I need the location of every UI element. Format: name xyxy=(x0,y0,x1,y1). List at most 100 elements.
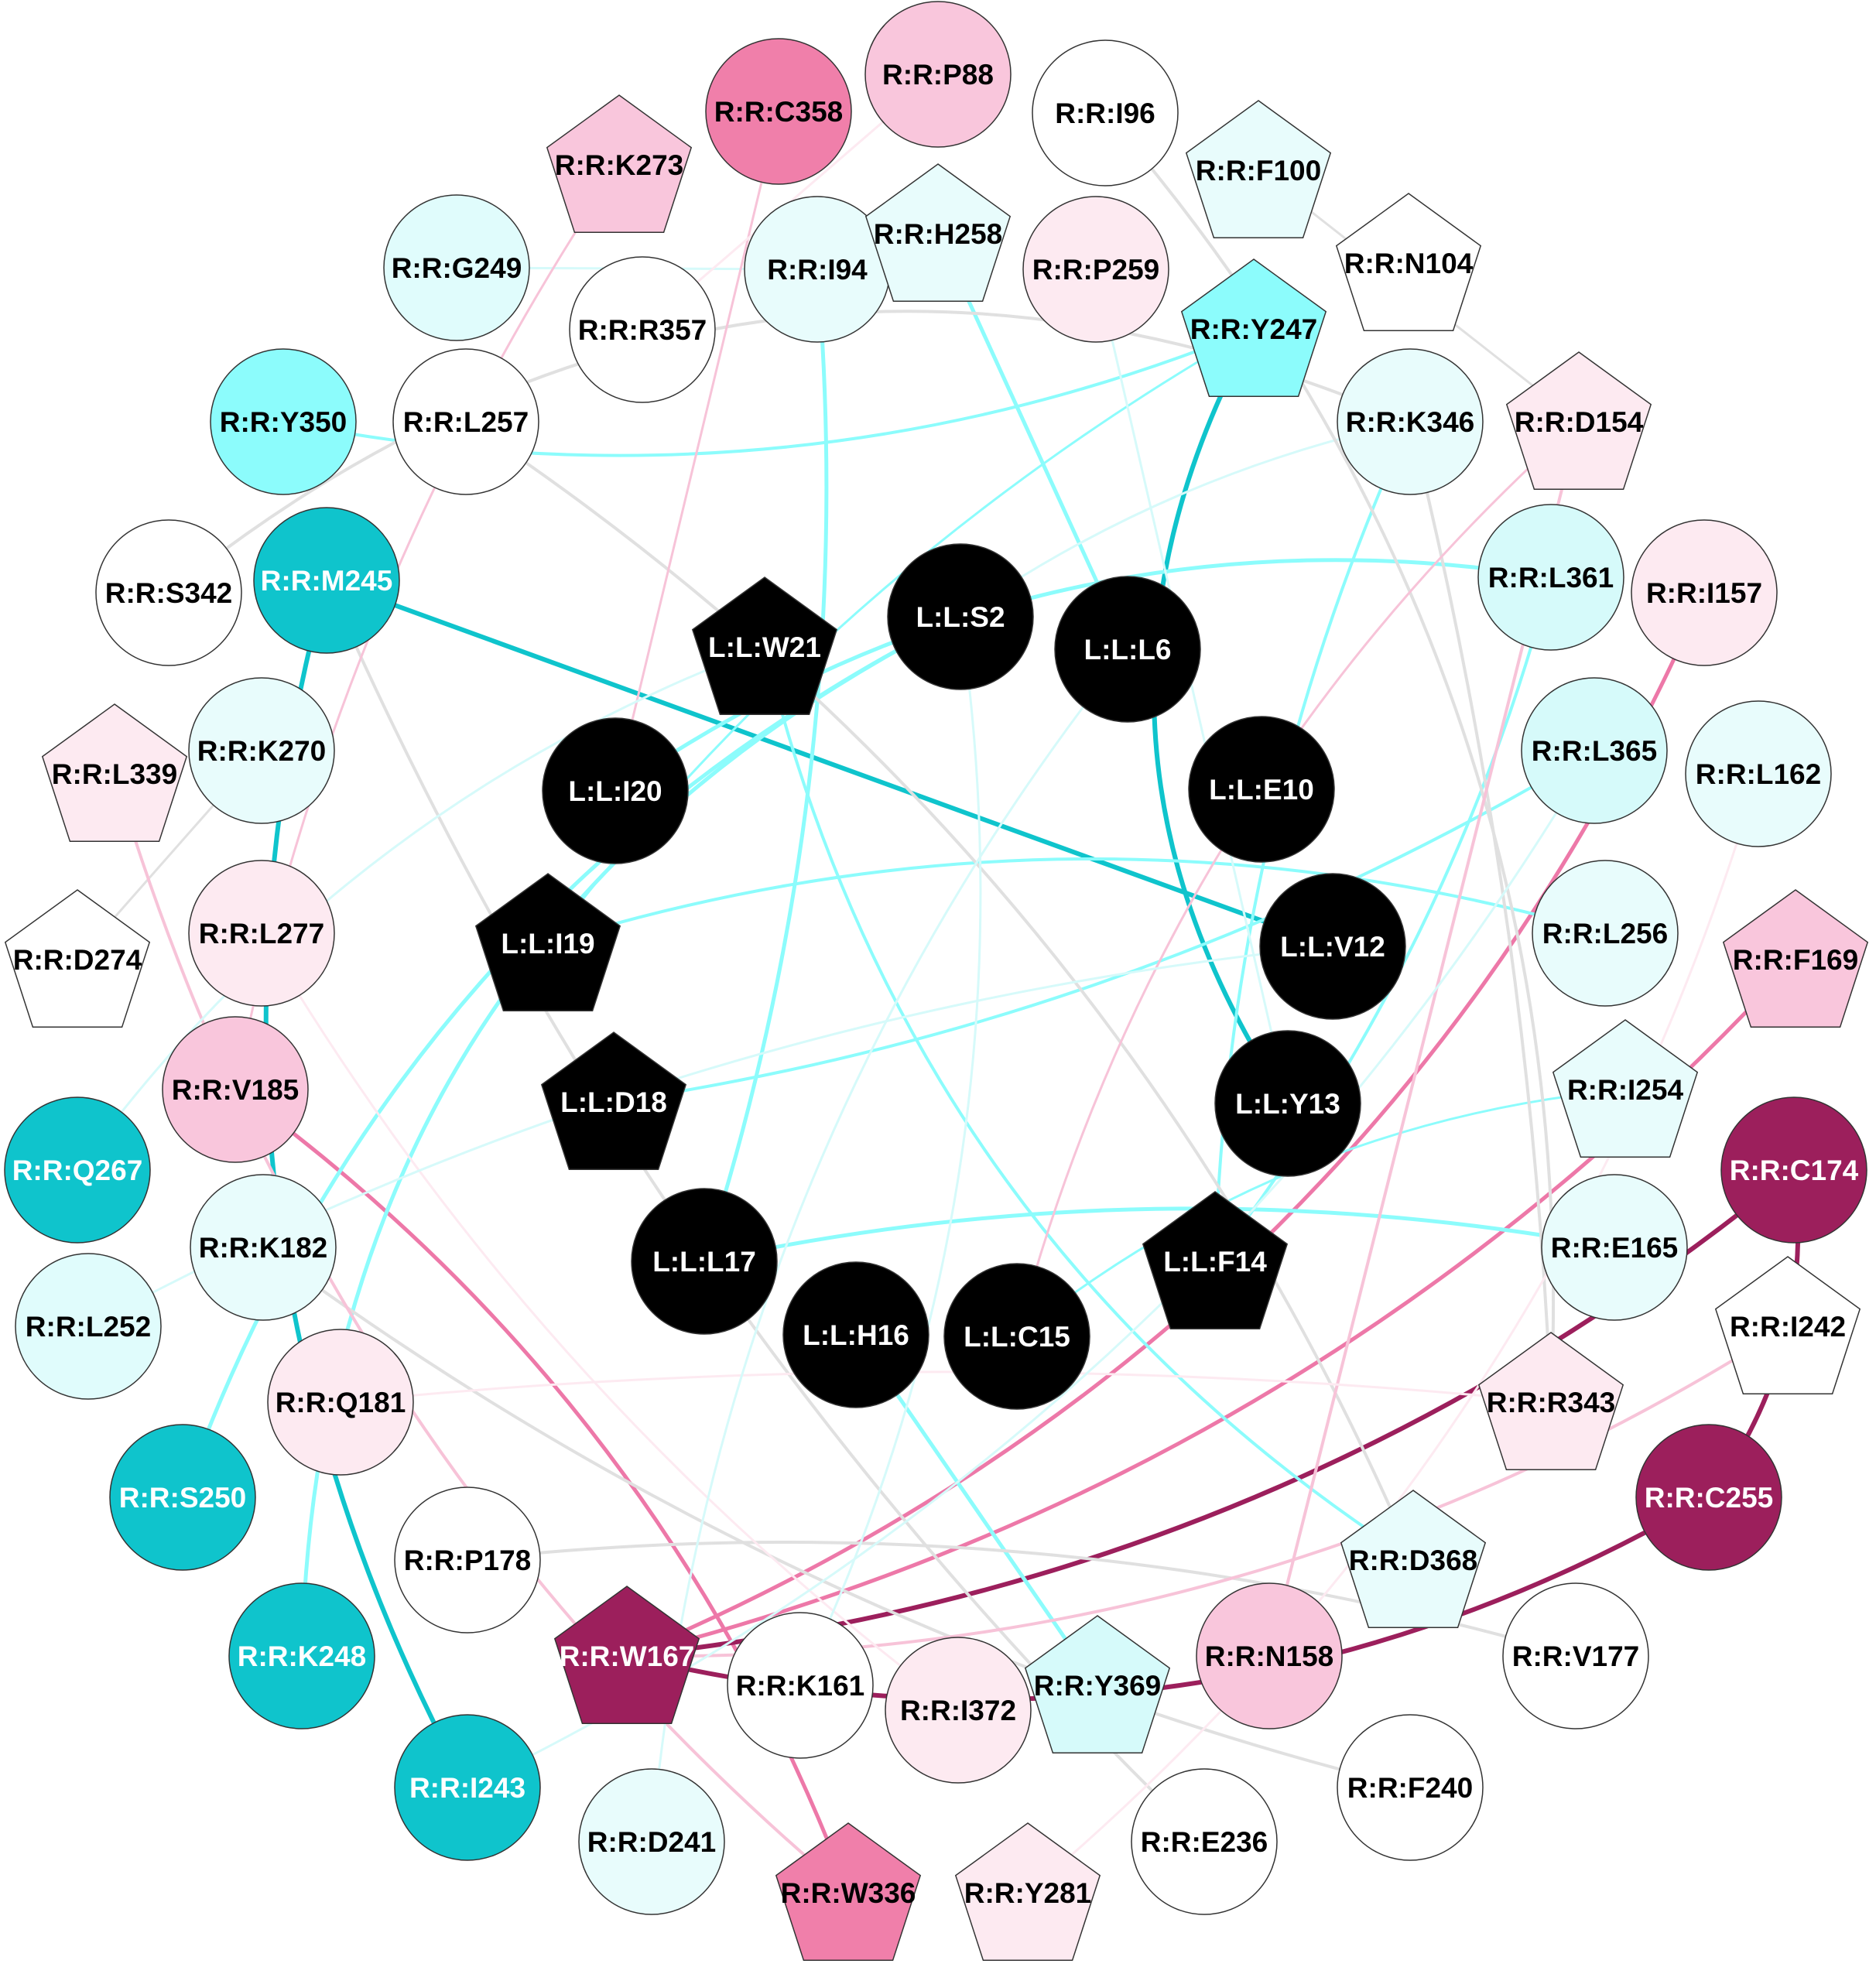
node-r-r-r343[interactable]: R:R:R343 xyxy=(1477,1332,1624,1471)
node-r-r-m245[interactable]: R:R:M245 xyxy=(253,507,400,654)
node-pentagon-shape xyxy=(1477,1332,1624,1471)
node-r-r-i242[interactable]: R:R:I242 xyxy=(1714,1256,1861,1395)
node-r-r-i96[interactable]: R:R:I96 xyxy=(1032,39,1179,186)
node-r-r-c358[interactable]: R:R:C358 xyxy=(705,38,852,185)
node-pentagon-shape xyxy=(1024,1615,1171,1754)
node-l-l-e10[interactable]: L:L:E10 xyxy=(1188,716,1335,863)
node-l-l-d18[interactable]: L:L:D18 xyxy=(540,1031,687,1171)
node-l-l-l17[interactable]: L:L:L17 xyxy=(631,1188,778,1335)
node-label: R:R:Y247 xyxy=(1190,313,1318,345)
node-circle-shape xyxy=(95,519,242,666)
edge-r-r-d368-to-l-l-w21 xyxy=(763,645,1415,1562)
node-r-r-l256[interactable]: R:R:L256 xyxy=(1532,860,1679,1007)
node-r-r-i157[interactable]: R:R:I157 xyxy=(1631,519,1778,666)
node-r-r-p178[interactable]: R:R:P178 xyxy=(394,1486,541,1634)
node-r-r-i254[interactable]: R:R:I254 xyxy=(1552,1019,1699,1158)
node-r-r-e165[interactable]: R:R:E165 xyxy=(1541,1174,1688,1321)
node-r-r-d154[interactable]: R:R:D154 xyxy=(1505,351,1652,491)
node-r-r-f169[interactable]: R:R:F169 xyxy=(1722,889,1869,1028)
node-label: R:R:C255 xyxy=(1645,1482,1774,1514)
node-circle-shape xyxy=(1720,1096,1867,1244)
node-r-r-d368[interactable]: R:R:D368 xyxy=(1340,1490,1487,1629)
node-r-r-c174[interactable]: R:R:C174 xyxy=(1720,1096,1867,1244)
edge-r-r-q181-to-r-r-r343 xyxy=(339,1370,1552,1404)
node-r-r-v177[interactable]: R:R:V177 xyxy=(1502,1582,1649,1729)
node-pentagon-shape xyxy=(864,163,1012,303)
node-r-r-l277[interactable]: R:R:L277 xyxy=(188,860,335,1007)
node-r-r-l339[interactable]: R:R:L339 xyxy=(41,703,188,843)
node-r-r-k273[interactable]: R:R:K273 xyxy=(546,94,693,234)
node-r-r-q267[interactable]: R:R:Q267 xyxy=(4,1096,151,1244)
node-r-r-n158[interactable]: R:R:N158 xyxy=(1196,1582,1343,1729)
edge-r-r-c358-to-l-l-i20 xyxy=(614,110,780,792)
node-r-r-k270[interactable]: R:R:K270 xyxy=(188,677,335,824)
node-r-r-h258[interactable]: R:R:H258 xyxy=(864,163,1012,303)
node-r-r-s250[interactable]: R:R:S250 xyxy=(109,1424,256,1571)
node-l-l-v12[interactable]: L:L:V12 xyxy=(1259,873,1406,1020)
node-l-l-h16[interactable]: L:L:H16 xyxy=(782,1261,929,1408)
node-pentagon-shape xyxy=(1185,100,1332,239)
node-r-r-l365[interactable]: R:R:L365 xyxy=(1521,677,1668,824)
node-l-l-c15[interactable]: L:L:C15 xyxy=(943,1263,1090,1410)
node-r-r-k248[interactable]: R:R:K248 xyxy=(228,1582,375,1729)
node-circle-shape xyxy=(210,348,357,495)
node-circle-shape xyxy=(109,1424,256,1571)
node-r-r-k161[interactable]: R:R:K161 xyxy=(727,1612,874,1759)
node-label: R:R:R357 xyxy=(578,314,707,346)
node-label: L:L:S2 xyxy=(916,601,1005,633)
node-circle-shape xyxy=(1131,1768,1278,1915)
node-r-r-f240[interactable]: R:R:F240 xyxy=(1337,1714,1484,1861)
node-r-r-s342[interactable]: R:R:S342 xyxy=(95,519,242,666)
node-label: R:R:Y281 xyxy=(964,1877,1092,1909)
node-r-r-y369[interactable]: R:R:Y369 xyxy=(1024,1615,1171,1754)
node-pentagon-shape xyxy=(1714,1256,1861,1395)
node-l-l-i20[interactable]: L:L:I20 xyxy=(542,717,689,864)
node-r-r-l257[interactable]: R:R:L257 xyxy=(392,348,539,495)
node-r-r-i372[interactable]: R:R:I372 xyxy=(885,1637,1032,1784)
node-circle-shape xyxy=(253,507,400,654)
node-r-r-l361[interactable]: R:R:L361 xyxy=(1477,504,1624,651)
node-pentagon-shape xyxy=(540,1031,687,1171)
node-l-l-i19[interactable]: L:L:I19 xyxy=(474,873,621,1012)
node-r-r-f100[interactable]: R:R:F100 xyxy=(1185,100,1332,239)
node-r-r-i94[interactable]: R:R:I94 xyxy=(744,196,891,343)
node-r-r-d241[interactable]: R:R:D241 xyxy=(578,1768,725,1915)
node-l-l-l6[interactable]: L:L:L6 xyxy=(1054,576,1201,723)
node-r-r-l162[interactable]: R:R:L162 xyxy=(1685,700,1832,847)
node-r-r-r357[interactable]: R:R:R357 xyxy=(569,256,716,403)
node-label: R:R:L256 xyxy=(1542,918,1668,949)
node-circle-shape xyxy=(1502,1582,1649,1729)
node-r-r-k346[interactable]: R:R:K346 xyxy=(1337,348,1484,495)
node-r-r-e236[interactable]: R:R:E236 xyxy=(1131,1768,1278,1915)
node-r-r-d274[interactable]: R:R:D274 xyxy=(4,889,151,1028)
node-r-r-v185[interactable]: R:R:V185 xyxy=(162,1016,309,1163)
node-circle-shape xyxy=(727,1612,874,1759)
node-l-l-w21[interactable]: L:L:W21 xyxy=(691,576,838,716)
node-r-r-i243[interactable]: R:R:I243 xyxy=(394,1714,541,1861)
node-label: R:R:D154 xyxy=(1515,406,1644,438)
node-r-r-w167[interactable]: R:R:W167 xyxy=(553,1586,700,1725)
node-r-r-p259[interactable]: R:R:P259 xyxy=(1022,196,1169,343)
node-r-r-y247[interactable]: R:R:Y247 xyxy=(1180,258,1327,398)
node-label: R:R:C174 xyxy=(1730,1155,1859,1186)
node-l-l-y13[interactable]: L:L:Y13 xyxy=(1214,1030,1361,1177)
node-r-r-q181[interactable]: R:R:Q181 xyxy=(267,1329,414,1476)
node-r-r-n104[interactable]: R:R:N104 xyxy=(1335,193,1482,332)
node-r-r-y281[interactable]: R:R:Y281 xyxy=(954,1822,1101,1962)
node-l-l-f14[interactable]: L:L:F14 xyxy=(1142,1191,1289,1330)
node-r-r-g249[interactable]: R:R:G249 xyxy=(383,194,530,341)
node-circle-shape xyxy=(394,1486,541,1634)
node-label: R:R:F240 xyxy=(1347,1772,1473,1804)
node-r-r-c255[interactable]: R:R:C255 xyxy=(1635,1424,1782,1571)
edge-r-r-k161-to-l-l-s2 xyxy=(799,615,982,1687)
node-label: L:L:Y13 xyxy=(1235,1088,1340,1120)
node-l-l-s2[interactable]: L:L:S2 xyxy=(887,543,1034,690)
node-pentagon-shape xyxy=(1340,1490,1487,1629)
node-r-r-l252[interactable]: R:R:L252 xyxy=(15,1253,162,1400)
node-r-r-w336[interactable]: R:R:W336 xyxy=(775,1822,922,1962)
node-r-r-y350[interactable]: R:R:Y350 xyxy=(210,348,357,495)
node-circle-shape xyxy=(578,1768,725,1915)
node-r-r-k182[interactable]: R:R:K182 xyxy=(190,1174,337,1321)
node-r-r-p88[interactable]: R:R:P88 xyxy=(864,1,1012,148)
node-label: R:R:W167 xyxy=(560,1640,695,1672)
